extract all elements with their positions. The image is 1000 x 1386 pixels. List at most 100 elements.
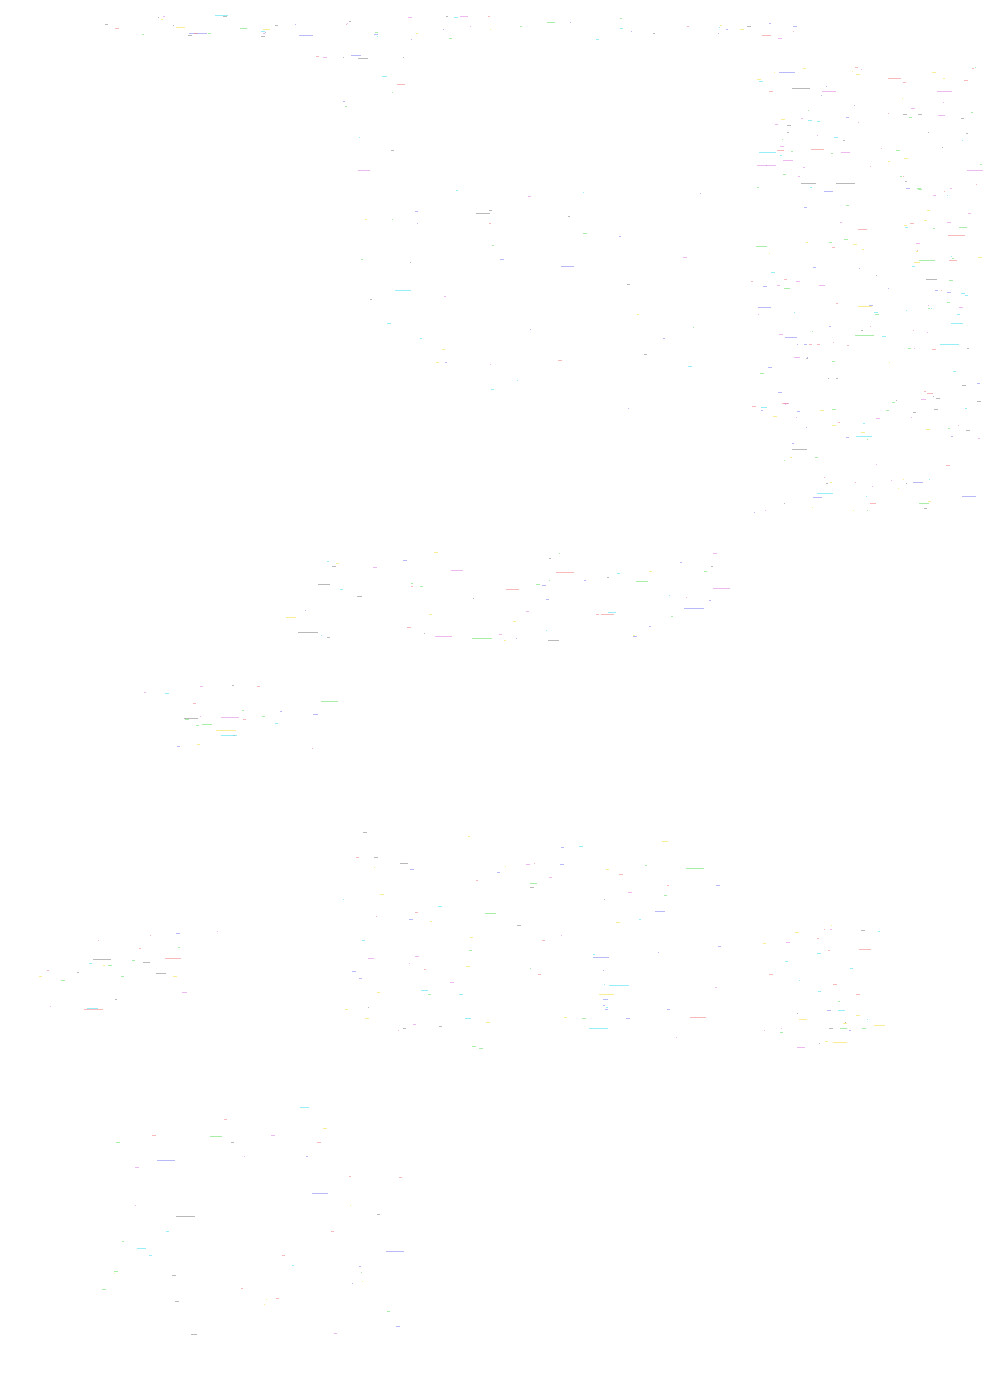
residue-mark: [491, 389, 495, 391]
residue-mark: [958, 226, 967, 228]
residue-mark: [546, 629, 548, 631]
residue-mark: [593, 957, 610, 959]
residue-mark: [419, 585, 423, 587]
residue-mark: [840, 221, 843, 223]
residue-mark: [978, 257, 983, 259]
residue-mark: [208, 32, 212, 34]
residue-mark: [786, 132, 789, 134]
residue-mark: [537, 973, 541, 975]
residue-mark: [928, 305, 930, 307]
residue-mark: [856, 435, 873, 437]
residue-mark: [825, 85, 827, 87]
page-header: [100, 15, 800, 40]
residue-mark: [806, 242, 809, 244]
residue-mark: [790, 151, 793, 153]
residue-mark: [196, 725, 200, 727]
residue-mark: [379, 894, 384, 896]
residue-mark: [424, 969, 427, 971]
residue-mark: [548, 877, 552, 879]
residue-mark: [928, 478, 930, 480]
residue-mark: [240, 1288, 243, 1290]
residue-mark: [876, 417, 881, 419]
residue-mark: [780, 155, 783, 157]
residue-mark: [718, 26, 720, 28]
residue-mark: [529, 887, 534, 889]
residue-mark: [114, 1273, 116, 1275]
residue-mark: [396, 1326, 401, 1328]
residue-mark: [558, 552, 560, 554]
residue-mark: [912, 412, 916, 414]
residue-mark: [326, 637, 330, 639]
residue-mark: [809, 343, 813, 345]
residue-mark: [751, 406, 756, 408]
residue-mark: [151, 1134, 156, 1136]
residue-mark: [560, 265, 574, 267]
residue-mark: [816, 343, 820, 345]
residue-mark: [76, 971, 79, 973]
residue-mark: [885, 409, 889, 411]
residue-mark: [750, 280, 753, 282]
residue-mark: [803, 68, 807, 70]
residue-mark: [784, 288, 791, 290]
residue-mark: [913, 481, 924, 483]
residue-mark: [756, 187, 759, 189]
residue-mark: [376, 35, 378, 37]
residue-mark: [950, 435, 953, 437]
residue-mark: [445, 16, 448, 18]
residue-mark: [855, 482, 857, 484]
residue-mark: [877, 930, 880, 932]
residue-mark: [102, 965, 105, 967]
residue-mark: [676, 1037, 678, 1039]
residue-mark: [444, 296, 447, 298]
residue-mark: [92, 959, 111, 961]
residue-mark: [832, 246, 835, 248]
residue-mark: [409, 918, 414, 920]
residue-mark: [758, 151, 776, 153]
residue-mark: [817, 135, 819, 137]
residue-mark: [649, 570, 653, 572]
residue-mark: [688, 365, 693, 367]
residue-mark: [563, 1016, 567, 1018]
residue-mark: [823, 477, 825, 479]
residue-mark: [971, 112, 974, 114]
residue-mark: [343, 57, 345, 59]
residue-mark: [866, 438, 868, 440]
residue-mark: [817, 938, 820, 940]
residue-mark: [931, 308, 933, 310]
residue-mark: [887, 287, 889, 289]
residue-mark: [917, 250, 919, 252]
residue-mark: [933, 194, 937, 196]
residue-mark: [961, 496, 976, 498]
residue-mark: [860, 930, 865, 932]
residue-mark: [784, 279, 788, 281]
residue-mark: [844, 239, 849, 241]
residue-mark: [520, 25, 523, 27]
residue-mark: [903, 81, 907, 83]
residue-mark: [720, 25, 723, 27]
residue-mark: [792, 448, 808, 450]
residue-mark: [156, 1160, 175, 1161]
residue-mark: [107, 965, 112, 967]
residue-mark: [851, 71, 853, 73]
residue-mark: [754, 512, 756, 514]
residue-mark: [813, 266, 817, 268]
residue-mark: [631, 31, 633, 33]
residue-mark: [856, 73, 861, 75]
residue-mark: [176, 1215, 196, 1217]
residue-mark: [692, 326, 694, 328]
residue-mark: [927, 210, 931, 212]
residue-mark: [484, 912, 496, 914]
residue-mark: [360, 1271, 362, 1273]
residue-mark: [828, 1027, 833, 1029]
residue-mark: [266, 1298, 268, 1300]
residue-mark: [469, 25, 471, 27]
residue-mark: [173, 976, 178, 978]
residue-mark: [449, 982, 454, 984]
residue-mark: [345, 105, 348, 107]
residue-mark: [189, 33, 208, 35]
residue-mark: [582, 232, 587, 234]
residue-mark: [276, 1297, 280, 1299]
residue-mark: [760, 407, 767, 409]
residue-mark: [135, 1205, 137, 1207]
residue-mark: [896, 399, 898, 401]
